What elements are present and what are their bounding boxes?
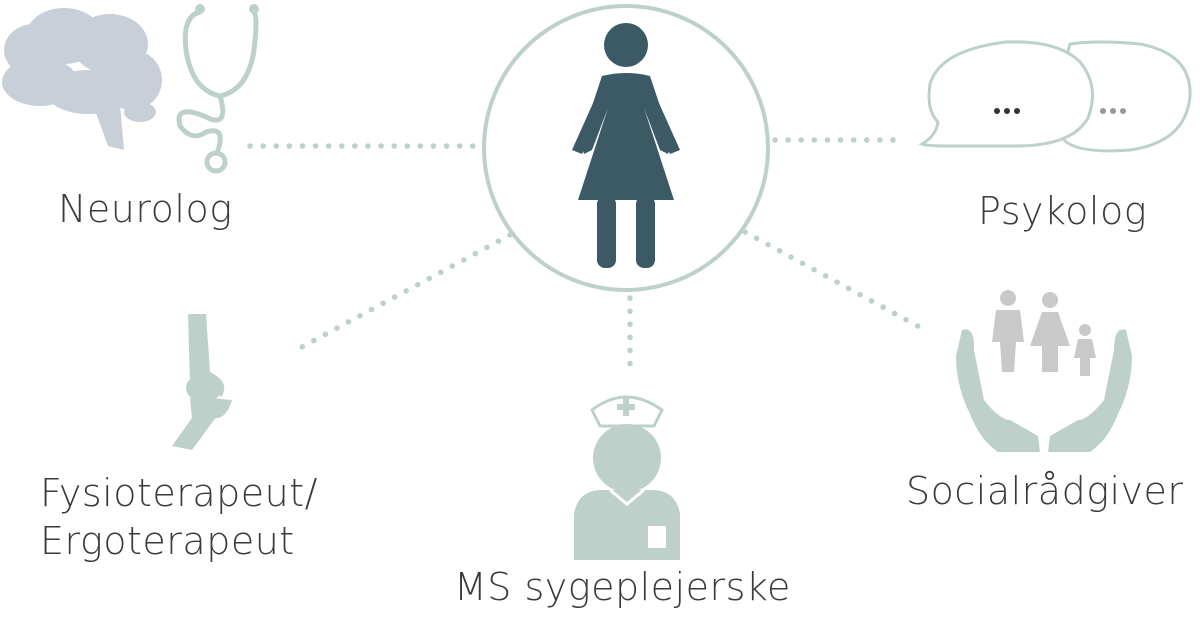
connectors	[247, 137, 928, 373]
ellipsis-light-icon	[1100, 108, 1126, 114]
connector-fysio	[297, 232, 513, 351]
node-label-neurolog: Neurolog	[58, 187, 233, 231]
nurse-icon	[574, 395, 680, 560]
name-badge-icon	[648, 526, 666, 548]
brain-icon	[2, 8, 162, 150]
node-label-fysio-line1: Fysioterapeut/	[40, 471, 318, 515]
ellipsis-dark-icon	[994, 108, 1020, 114]
speech-bubbles-icon	[918, 40, 1192, 153]
woman-icon	[572, 23, 680, 268]
node-label-fysio-line2: Ergoterapeut	[40, 519, 295, 563]
knee-joint-icon	[172, 314, 232, 450]
node-label-social: Socialrådgiver	[906, 469, 1184, 513]
family-in-hands-icon	[956, 290, 1132, 452]
connector-social	[742, 229, 928, 333]
node-label-sygeplejerske: MS sygeplejerske	[454, 565, 791, 609]
node-label-psykolog: Psykolog	[978, 189, 1148, 233]
stethoscope-icon	[176, 4, 259, 174]
